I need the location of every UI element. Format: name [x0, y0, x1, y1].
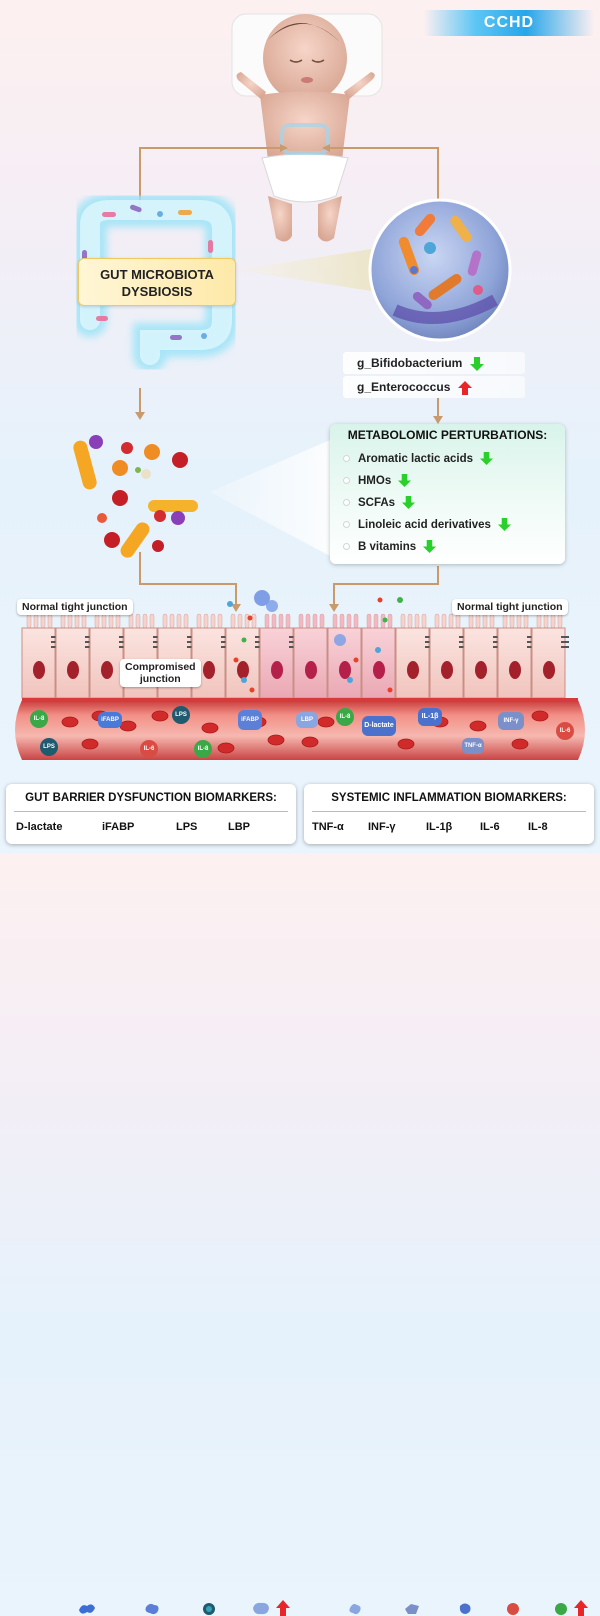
diagram-canvas: CCHD GUT MICROBIOTA DYSBIOSIS g_Bifidoba…: [6, 10, 594, 1616]
biomarker-lbp: LBP: [228, 821, 250, 833]
epithelial-cell: [361, 613, 396, 699]
epithelial-cell: [259, 613, 297, 699]
biomarker-ifabp: iFABP: [102, 821, 135, 833]
infg-icon: [405, 1604, 419, 1614]
taxon-name: g_Enterococcus: [357, 380, 451, 394]
compromised-junction-label: Compromised junction: [120, 659, 201, 687]
metabolite-label: HMOs: [358, 475, 392, 487]
red-blood-cell: [397, 738, 415, 750]
condition-badge: CCHD: [424, 10, 594, 36]
normal-tight-junction-label-left: Normal tight junction: [17, 599, 133, 615]
epithelial-cell: [55, 613, 93, 699]
metabolite-label: Linoleic acid derivatives: [358, 519, 491, 531]
red-blood-cell: [91, 710, 109, 722]
metabolomic-perturbations-box: METABOLOMIC PERTURBATIONS: Aromatic lact…: [330, 424, 565, 564]
red-blood-cell: [511, 738, 529, 750]
gut-barrier-title: GUT BARRIER DYSFUNCTION BIOMARKERS:: [25, 792, 277, 804]
biomarker-infg: INF-γ: [368, 821, 396, 833]
tnfa-icon: [349, 1604, 361, 1615]
compromised-line1: Compromised: [125, 661, 196, 673]
arrow-down-icon: [498, 518, 512, 532]
illustration: [15, 13, 585, 760]
red-blood-cell: [61, 716, 79, 728]
arrow-up-icon: [457, 380, 472, 395]
lps-icon: [203, 1603, 215, 1615]
biomarker-il8: IL-8: [528, 821, 548, 833]
metabolite-item: Aromatic lactic acids: [344, 450, 494, 468]
metabolite-label: SCFAs: [358, 497, 396, 509]
arrow-down-icon: [469, 356, 484, 371]
biomarker-il6: IL-6: [480, 821, 500, 833]
gut-label-line2: DYSBIOSIS: [121, 284, 193, 299]
epithelial-cell: [293, 613, 328, 699]
gut-dysbiosis-label: GUT MICROBIOTA DYSBIOSIS: [78, 258, 236, 306]
red-blood-cell: [431, 716, 449, 728]
epithelial-cell: [531, 613, 569, 699]
arrow-down-icon: [480, 452, 494, 466]
dlactate-icon: [79, 1604, 95, 1614]
red-blood-cell: [469, 720, 487, 732]
metabolomic-title: METABOLOMIC PERTURBATIONS:: [347, 428, 548, 442]
ifabp-icon: [145, 1603, 159, 1615]
metabolite-item: B vitamins: [344, 538, 437, 556]
taxon-bifidobacterium: g_Bifidobacterium: [343, 352, 525, 374]
biomarker-dlactate: D-lactate: [16, 821, 63, 833]
lbp-icon: [253, 1602, 269, 1615]
arrow-down-icon: [423, 540, 437, 554]
arrow-up-icon: [574, 1600, 588, 1616]
taxon-name: g_Bifidobacterium: [357, 356, 463, 370]
red-blood-cell: [267, 734, 285, 746]
biomarker-il1b: IL-1β: [426, 821, 453, 833]
red-blood-cell: [317, 716, 335, 728]
metabolite-label: Aromatic lactic acids: [358, 453, 474, 465]
compromised-line2: junction: [139, 673, 181, 685]
epithelial-cell: [191, 613, 229, 699]
arrow-up-icon: [276, 1600, 290, 1616]
epithelial-cell: [89, 613, 127, 699]
epithelial-cell: [21, 613, 59, 699]
epithelial-cell: [463, 613, 501, 699]
epithelial-cell: [497, 613, 535, 699]
systemic-inflammation-biomarkers-box: SYSTEMIC INFLAMMATION BIOMARKERS: TNF-α …: [304, 784, 594, 1616]
metabolite-item: Linoleic acid derivatives: [344, 516, 512, 534]
arrow-down-icon: [398, 474, 412, 488]
epithelial-cell: [429, 613, 467, 699]
normal-tight-junction-label-right: Normal tight junction: [452, 599, 568, 615]
il8-icon: [555, 1603, 567, 1615]
biomarker-tnfa: TNF-α: [312, 821, 344, 833]
epithelial-cell: [225, 613, 263, 699]
systemic-title: SYSTEMIC INFLAMMATION BIOMARKERS:: [331, 792, 567, 804]
red-blood-cell: [119, 720, 137, 732]
red-blood-cell: [217, 742, 235, 754]
biomarker-lps: LPS: [176, 821, 198, 833]
red-blood-cell: [301, 736, 319, 748]
il1b-icon: [459, 1603, 471, 1614]
arrow-down-icon: [402, 496, 416, 510]
red-blood-cell: [249, 716, 267, 728]
red-blood-cell: [201, 722, 219, 734]
metabolite-label: B vitamins: [358, 541, 417, 553]
red-blood-cell: [81, 738, 99, 750]
metabolite-item: HMOs: [344, 472, 412, 490]
red-blood-cell: [531, 710, 549, 722]
red-blood-cell: [151, 710, 169, 722]
epithelial-cell: [327, 613, 362, 699]
epithelial-cell: [395, 613, 433, 699]
taxon-enterococcus: g_Enterococcus: [343, 376, 525, 398]
il6-icon: [507, 1603, 519, 1615]
metabolite-item: SCFAs: [344, 494, 416, 512]
gut-label-line1: GUT MICROBIOTA: [100, 267, 214, 282]
gut-barrier-biomarkers-box: GUT BARRIER DYSFUNCTION BIOMARKERS: D-la…: [6, 784, 296, 1616]
